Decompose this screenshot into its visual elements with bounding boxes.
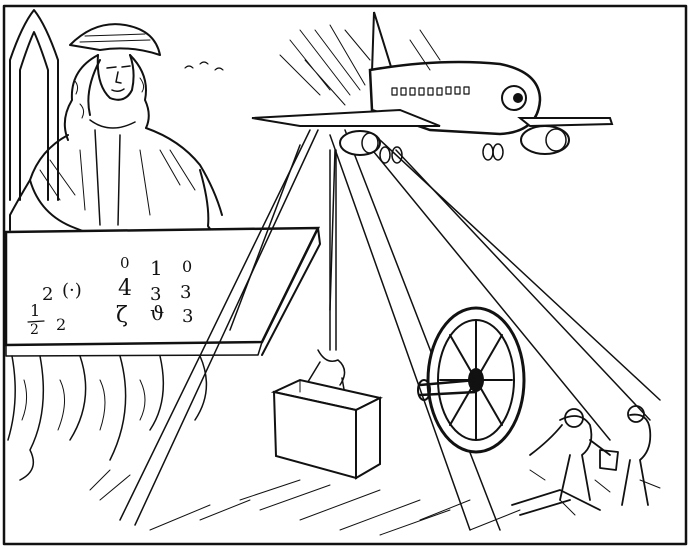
wheel [417, 306, 526, 454]
board-symbol: 3 [180, 282, 191, 303]
board-symbols: 0 1 0 4 (·) 2 ζ ϑ 3 3 3 2 1 2 [27, 254, 193, 338]
light-rays [119, 129, 661, 531]
board-symbol: (·) [62, 280, 82, 301]
workers-group [511, 405, 661, 516]
board-symbol: 1 [150, 256, 163, 280]
board-symbol: 1 [30, 301, 40, 320]
board-symbol: 3 [182, 306, 193, 327]
ground-hatching [89, 469, 521, 536]
board-symbol: 2 [30, 322, 39, 338]
board-symbol: 0 [182, 257, 192, 276]
picture-frame [2, 4, 688, 546]
board-symbol: ϑ [150, 301, 164, 325]
board-symbol: ζ [116, 303, 128, 328]
board-symbol: 2 [42, 284, 53, 305]
board-symbol: 4 [118, 276, 132, 301]
counting-board: 0 1 0 4 (·) 2 ζ ϑ 3 3 3 2 1 2 [4, 226, 321, 481]
rope-and-hook [299, 149, 346, 396]
board-symbol: 3 [150, 284, 161, 305]
gothic-arch [9, 9, 59, 201]
birds [184, 61, 224, 71]
airplane [251, 11, 614, 164]
stone-block [270, 378, 383, 480]
board-symbol: 0 [120, 254, 130, 272]
board-symbol: 2 [56, 315, 66, 334]
